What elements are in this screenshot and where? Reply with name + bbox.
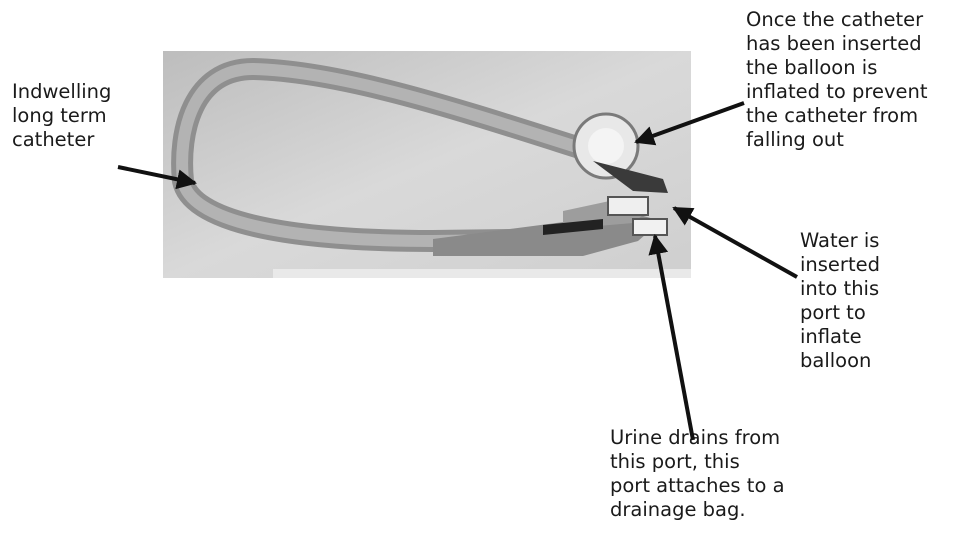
catheter-photo [163,51,691,278]
water-port-label: Water is inserted into this port to infl… [800,229,880,373]
water-port-arrow [674,208,797,277]
indwelling-catheter-label: Indwelling long term catheter [12,80,111,152]
urine-port-label: Urine drains from this port, this port a… [610,426,785,522]
balloon-inflation-label: Once the catheter has been inserted the … [746,8,928,152]
